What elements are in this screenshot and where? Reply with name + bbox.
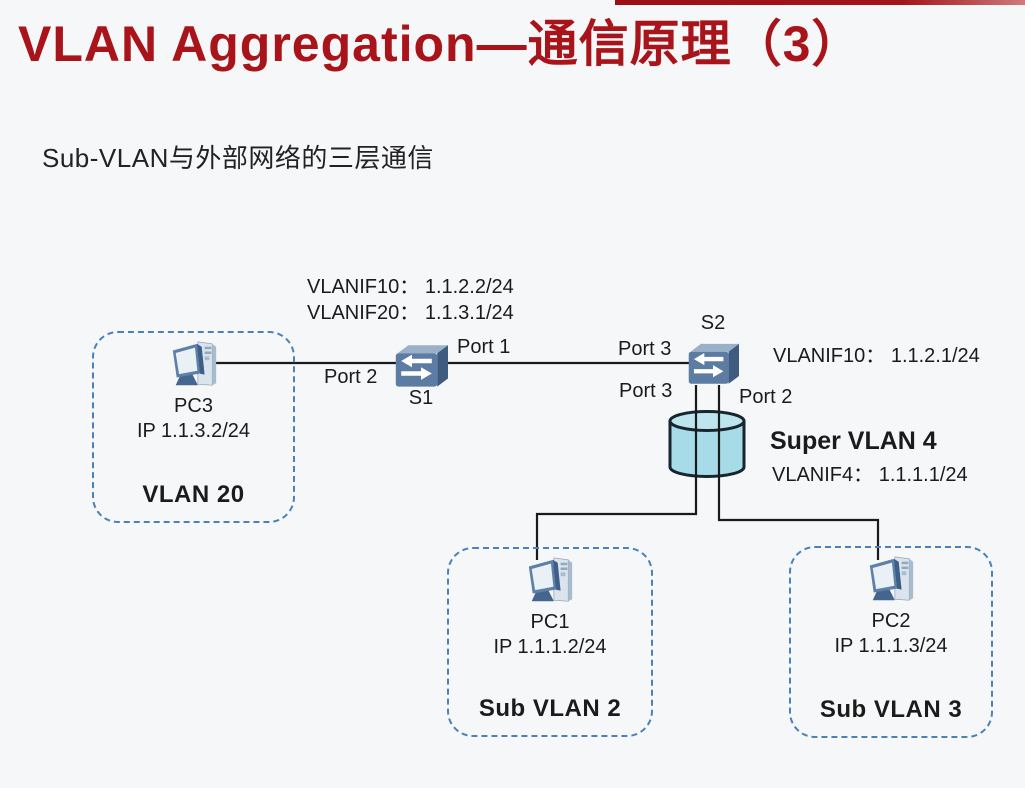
s2-port3-upper-label: Port 3 — [618, 338, 672, 360]
pc2-name: PC2 — [871, 610, 911, 632]
sub-vlan2-label: Sub VLAN 2 — [478, 695, 622, 722]
switch-icon — [687, 339, 739, 387]
pc3-name: PC3 — [174, 395, 213, 417]
pc2-icon — [864, 554, 918, 606]
vlan20-group-box: PC3 IP 1.1.3.2/24 VLAN 20 — [92, 331, 295, 523]
pc1-ip: IP 1.1.1.2/24 — [493, 636, 607, 658]
s1-vlanif10-label: VLANIF10： 1.1.2.2/24 — [307, 276, 514, 298]
s1-vlanif20-label: VLANIF20： 1.1.3.1/24 — [307, 302, 514, 324]
pc3-icon — [167, 339, 221, 391]
top-accent-bar — [615, 0, 1025, 5]
s1-port1-label: Port 1 — [457, 336, 511, 358]
s2-vlanif10-label: VLANIF10： 1.1.2.1/24 — [773, 345, 980, 367]
switch-s2-label: S2 — [700, 312, 726, 334]
super-vlan-title: Super VLAN 4 — [770, 427, 937, 455]
switch-icon — [394, 340, 448, 390]
pc3-ip: IP 1.1.3.2/24 — [136, 420, 251, 442]
super-vlan-cylinder-icon — [668, 410, 746, 478]
connector-s2-pc1 — [535, 385, 698, 560]
pc1-name: PC1 — [530, 611, 570, 633]
s2-port2-label: Port 2 — [739, 386, 793, 408]
pc2-ip: IP 1.1.1.3/24 — [834, 635, 948, 657]
switch-s1 — [394, 340, 448, 390]
sub-vlan2-group-box: PC1 IP 1.1.1.2/24 Sub VLAN 2 — [447, 547, 653, 737]
s1-vlanif-labels: VLANIF10： 1.1.2.2/24 VLANIF20： 1.1.3.1/2… — [307, 274, 514, 326]
slide-subtitle: Sub-VLAN与外部网络的三层通信 — [42, 143, 434, 173]
vlan20-label: VLAN 20 — [142, 481, 245, 508]
switch-s2 — [687, 339, 739, 387]
page-title: VLAN Aggregation—通信原理（3） — [18, 16, 863, 72]
s1-port2-label: Port 2 — [324, 366, 378, 388]
s2-port3-lower-label: Port 3 — [619, 380, 673, 402]
sub-vlan3-label: Sub VLAN 3 — [819, 696, 963, 723]
sub-vlan3-group-box: PC2 IP 1.1.1.3/24 Sub VLAN 3 — [789, 546, 993, 738]
switch-s1-label: S1 — [408, 387, 434, 409]
super-vlan-vlanif4-label: VLANIF4： 1.1.1.1/24 — [772, 464, 968, 486]
pc1-icon — [523, 555, 577, 607]
